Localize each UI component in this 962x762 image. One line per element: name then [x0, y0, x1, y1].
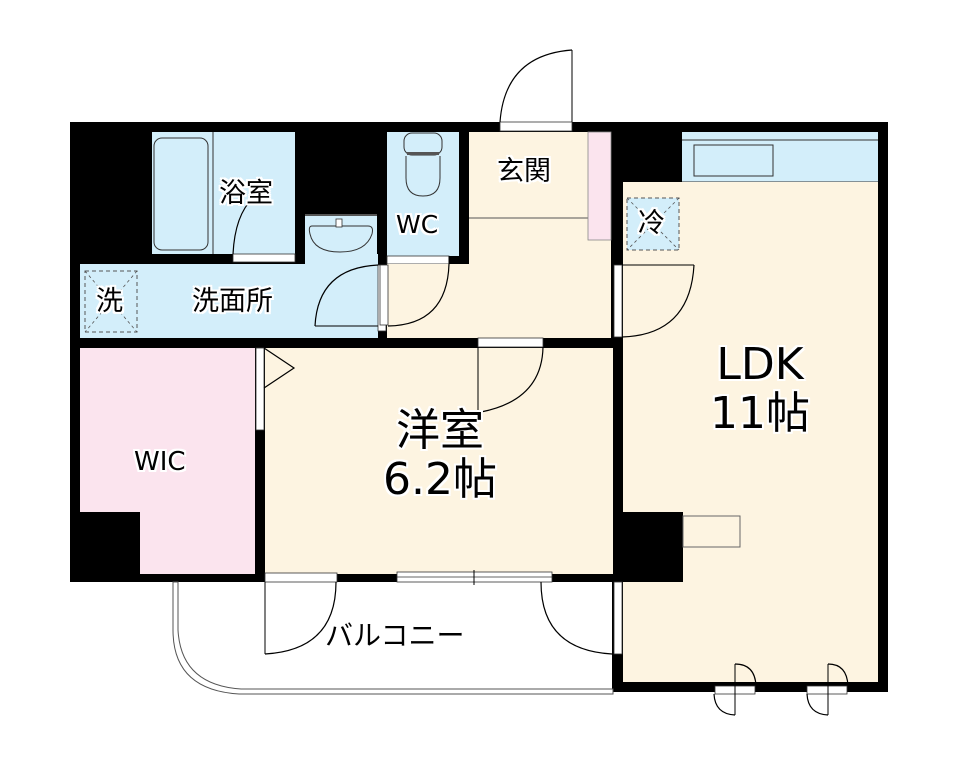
- label-toilet: WC: [396, 210, 439, 239]
- label-ldk: LDK 11帖: [700, 340, 820, 439]
- label-bathroom: 浴室: [219, 178, 273, 209]
- label-balcony: バルコニー: [325, 619, 465, 652]
- toilet: [386, 132, 459, 265]
- label-entrance: 玄関: [497, 156, 551, 187]
- balcony: [172, 572, 614, 695]
- ldk-size: 11帖: [710, 388, 810, 440]
- label-washroom: 洗面所: [192, 286, 273, 317]
- walk-in-closet: [80, 347, 296, 574]
- ldk-name: LDK: [716, 339, 804, 390]
- ldk: [612, 132, 878, 716]
- bathroom: [152, 132, 296, 263]
- western-room: [265, 337, 613, 585]
- label-western-room: 洋室 6.2帖: [365, 406, 515, 505]
- western-room-name: 洋室: [396, 405, 484, 456]
- label-washer-space: 洗: [96, 286, 123, 317]
- western-room-size: 6.2帖: [383, 454, 497, 506]
- label-fridge-space: 冷: [638, 208, 665, 239]
- entrance: [379, 49, 612, 338]
- washroom: [80, 254, 387, 338]
- label-walk-in-closet: WIC: [134, 447, 186, 477]
